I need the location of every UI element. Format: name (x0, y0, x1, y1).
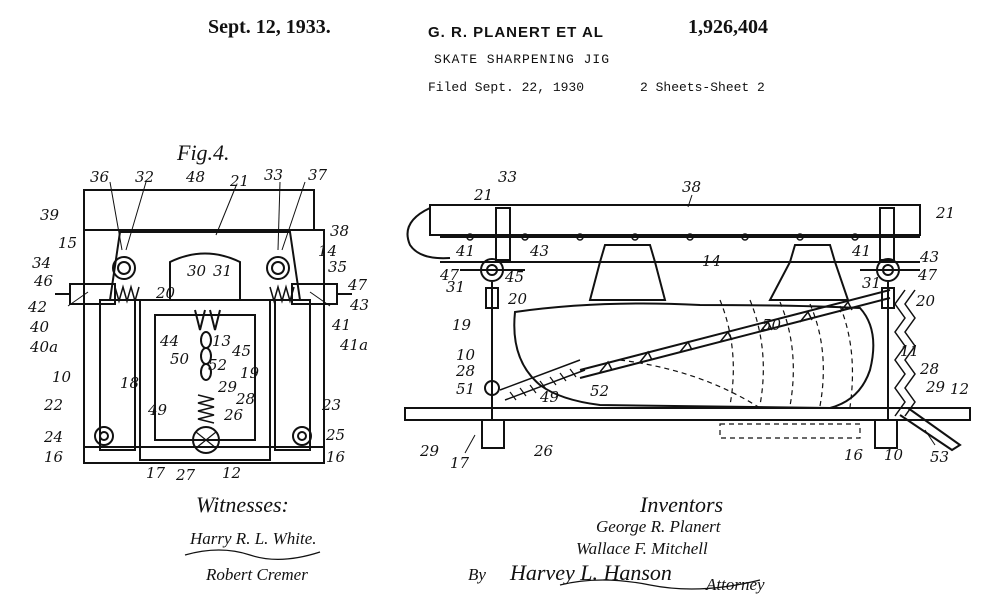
ref-num: 34 (32, 254, 51, 272)
ref-num: 25 (325, 426, 345, 444)
ref-num: 36 (90, 168, 110, 186)
ref-num: 16 (844, 446, 864, 464)
ref-num: 51 (456, 380, 475, 398)
ref-num: 12 (222, 464, 241, 482)
ref-num: 17 (146, 464, 166, 482)
inventor-names: G. R. PLANERT ET AL (428, 24, 604, 41)
ref-num: 10 (52, 368, 72, 386)
ref-num: 48 (185, 168, 205, 186)
ref-num: 41 (851, 242, 871, 260)
patent-date: Sept. 12, 1933. (208, 16, 331, 38)
ref-num: 20 (155, 284, 176, 302)
ref-num: 21 (229, 172, 249, 190)
witness-signature: Harry R. L. White. (189, 529, 317, 548)
ref-num: 28 (919, 360, 939, 378)
witness-signature: Robert Cremer (205, 565, 308, 584)
ref-num: 49 (539, 388, 560, 406)
ref-num: 19 (452, 316, 472, 334)
ref-num: 49 (147, 401, 168, 419)
figure-label: Fig.4. (176, 140, 230, 165)
ref-num: 24 (43, 428, 63, 446)
inventor-signature: Wallace F. Mitchell (576, 539, 708, 558)
ref-num: 14 (702, 252, 721, 270)
ref-num: 26 (533, 442, 554, 460)
ref-num: 44 (159, 332, 179, 350)
ref-num: 32 (135, 168, 154, 186)
handwriting-flourish (184, 549, 761, 590)
inventor-signature: George R. Planert (596, 517, 722, 536)
ref-num: 28 (235, 390, 255, 408)
ref-num: 12 (950, 380, 969, 398)
ref-num: 21 (473, 186, 493, 204)
ref-num: 47 (439, 266, 460, 284)
ref-num: 17 (450, 454, 470, 472)
filed-date: Filed Sept. 22, 1930 (428, 80, 585, 95)
ref-num: 40a (29, 338, 58, 356)
attorney-signature: Harvey L. Hanson (509, 560, 672, 585)
ref-num: 30 (187, 262, 207, 280)
ref-num: 41 (331, 316, 351, 334)
witnesses-label: Witnesses: (196, 492, 289, 517)
ref-num: 46 (33, 272, 54, 290)
ref-num: 10 (884, 446, 904, 464)
ref-num: 10 (456, 346, 476, 364)
ref-num: 16 (44, 448, 64, 466)
ref-num: 29 (217, 378, 238, 396)
ref-num: 52 (208, 356, 227, 374)
by-label: By (468, 565, 486, 584)
attorney-label: Attorney (705, 575, 765, 594)
ref-num: 41 (455, 242, 475, 260)
ref-num: 28 (455, 362, 475, 380)
ref-num: 47 (917, 266, 938, 284)
ref-num: 31 (862, 274, 881, 292)
ref-num: 18 (120, 374, 139, 392)
ref-num: 52 (590, 382, 609, 400)
ref-num: 53 (930, 448, 949, 466)
ref-num: 21 (935, 204, 955, 222)
ref-num: 19 (240, 364, 260, 382)
ref-num: 27 (175, 466, 196, 484)
ref-num: 42 (27, 298, 47, 316)
side-view-drawing (404, 194, 971, 454)
signature-block: Witnesses: Harry R. L. White. Robert Cre… (189, 492, 765, 594)
ref-num: 39 (40, 206, 60, 224)
ref-num: 23 (321, 396, 341, 414)
patent-title: SKATE SHARPENING JIG (434, 52, 611, 67)
ref-num: 22 (43, 396, 63, 414)
sheet-count: 2 Sheets-Sheet 2 (640, 80, 765, 95)
end-view-drawing (55, 181, 352, 464)
ref-num: 38 (330, 222, 349, 240)
ref-num: 13 (212, 332, 231, 350)
ref-num: 41a (339, 336, 368, 354)
ref-num: 26 (223, 406, 244, 424)
ref-num: 11 (900, 342, 919, 360)
ref-num: 33 (498, 168, 517, 186)
ref-num: 16 (326, 448, 346, 466)
ref-num: 33 (264, 166, 283, 184)
ref-num: 43 (919, 248, 939, 266)
ref-num: 43 (349, 296, 369, 314)
ref-num: 31 (213, 262, 232, 280)
ref-num: 43 (529, 242, 549, 260)
ref-num: 40 (29, 318, 50, 336)
ref-num: 15 (58, 234, 77, 252)
ref-num: 37 (308, 166, 328, 184)
patent-number: 1,926,404 (688, 16, 768, 38)
ref-num: 38 (682, 178, 701, 196)
inventors-label: Inventors (639, 492, 723, 517)
ref-num: 50 (170, 350, 190, 368)
ref-num: 45 (231, 342, 251, 360)
ref-num: 20 (915, 292, 936, 310)
ref-num: 31 (446, 278, 465, 296)
ref-num: 20 (507, 290, 528, 308)
ref-num: 35 (328, 258, 347, 276)
ref-num: 50 (762, 316, 782, 334)
ref-num: 29 (419, 442, 440, 460)
ref-num: 47 (347, 276, 368, 294)
ref-num: 14 (318, 242, 337, 260)
figure-labels: Fig.4. 36 32 48 21 33 37 39 38 15 14 34 … (27, 140, 969, 484)
ref-num: 29 (925, 378, 946, 396)
ref-num: 45 (504, 268, 524, 286)
